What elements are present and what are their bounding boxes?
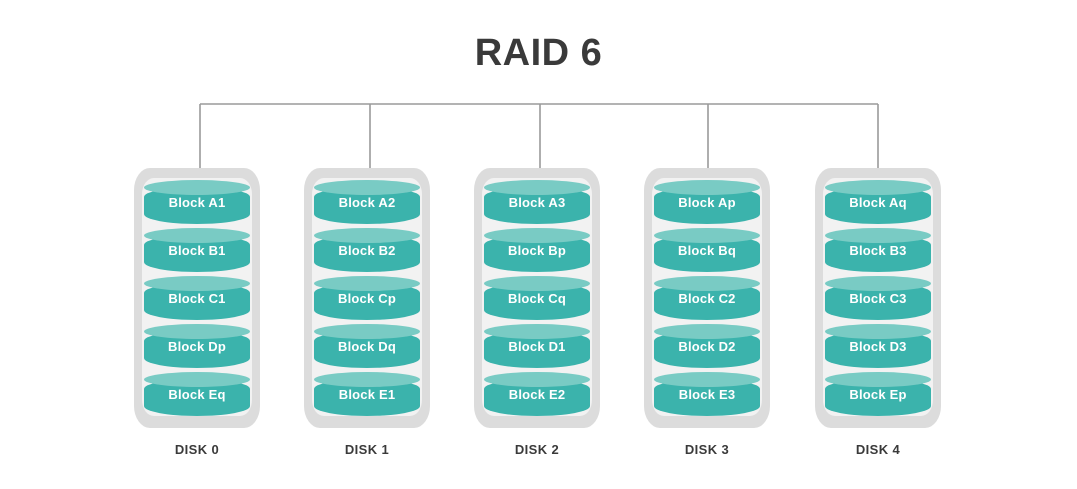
block-cylinder-top (654, 372, 760, 387)
block-cylinder-top (825, 324, 931, 339)
block-stack-1: Block E1 Block Dq Block Cp Block B2 Block A2 (314, 180, 420, 420)
block-label: Block Dq (338, 339, 396, 354)
block[interactable]: Block Cq (484, 276, 590, 320)
block-label: Block D2 (678, 339, 736, 354)
block[interactable]: Block C2 (654, 276, 760, 320)
block[interactable]: Block D2 (654, 324, 760, 368)
block-cylinder-top (314, 180, 420, 195)
disk-label-2: DISK 2 (514, 442, 560, 457)
block[interactable]: Block B2 (314, 228, 420, 272)
block[interactable]: Block A3 (484, 180, 590, 224)
block-label: Block B2 (338, 243, 396, 258)
block[interactable]: Block Aq (825, 180, 931, 224)
block[interactable]: Block D3 (825, 324, 931, 368)
block-label: Block E2 (508, 387, 566, 402)
block-label: Block Eq (168, 387, 226, 402)
block-cylinder-top (825, 372, 931, 387)
block-label: Block Aq (849, 195, 907, 210)
block[interactable]: Block C1 (144, 276, 250, 320)
block[interactable]: Block B1 (144, 228, 250, 272)
disk-label-3: DISK 3 (684, 442, 730, 457)
block-cylinder-top (314, 228, 420, 243)
block[interactable]: Block Bp (484, 228, 590, 272)
block-label: Block C1 (168, 291, 226, 306)
block-label: Block D3 (849, 339, 907, 354)
block-stack-3: Block E3 Block D2 Block C2 Block Bq Block Ap (654, 180, 760, 420)
block-label: Block B1 (168, 243, 226, 258)
block-cylinder-top (314, 276, 420, 291)
block-cylinder-top (825, 276, 931, 291)
disk-label-4: DISK 4 (855, 442, 901, 457)
block-cylinder-top (144, 180, 250, 195)
block-label: Block D1 (508, 339, 566, 354)
disk-label-1: DISK 1 (344, 442, 390, 457)
block-cylinder-top (314, 324, 420, 339)
disk-row: Block Eq Block Dp Block C1 Block B1 Block A1… (134, 168, 944, 468)
block-cylinder-top (484, 228, 590, 243)
block[interactable]: Block E3 (654, 372, 760, 416)
block[interactable]: Block Bq (654, 228, 760, 272)
block-label: Block Ap (678, 195, 736, 210)
block-cylinder-top (654, 276, 760, 291)
block-cylinder-top (144, 372, 250, 387)
block[interactable]: Block D1 (484, 324, 590, 368)
page-title: RAID 6 (474, 32, 603, 74)
block-label: Block B3 (849, 243, 907, 258)
block[interactable]: Block Ep (825, 372, 931, 416)
block-cylinder-top (825, 228, 931, 243)
block-cylinder-top (484, 324, 590, 339)
block[interactable]: Block Cp (314, 276, 420, 320)
block-cylinder-top (654, 228, 760, 243)
block-cylinder-top (314, 372, 420, 387)
block-cylinder-top (144, 276, 250, 291)
block[interactable]: Block E1 (314, 372, 420, 416)
block-cylinder-top (484, 276, 590, 291)
block-label: Block A1 (168, 195, 226, 210)
block-cylinder-top (144, 324, 250, 339)
block-label: Block C3 (849, 291, 907, 306)
block-label: Block C2 (678, 291, 736, 306)
block[interactable]: Block C3 (825, 276, 931, 320)
block[interactable]: Block Dq (314, 324, 420, 368)
block[interactable]: Block A2 (314, 180, 420, 224)
block-label: Block E1 (338, 387, 396, 402)
block-label: Block Bp (508, 243, 566, 258)
block[interactable]: Block A1 (144, 180, 250, 224)
block-label: Block Cp (338, 291, 396, 306)
block-cylinder-top (484, 180, 590, 195)
disk-label-0: DISK 0 (174, 442, 220, 457)
block-cylinder-top (654, 180, 760, 195)
block-label: Block A3 (508, 195, 566, 210)
block-label: Block Dp (168, 339, 226, 354)
block-stack-4: Block Ep Block D3 Block C3 Block B3 Block Aq (825, 180, 931, 420)
block-cylinder-top (654, 324, 760, 339)
block-cylinder-top (484, 372, 590, 387)
block[interactable]: Block Ap (654, 180, 760, 224)
block-label: Block A2 (338, 195, 396, 210)
block[interactable]: Block Eq (144, 372, 250, 416)
block-label: Block Ep (849, 387, 907, 402)
block[interactable]: Block B3 (825, 228, 931, 272)
block[interactable]: Block Dp (144, 324, 250, 368)
block[interactable]: Block E2 (484, 372, 590, 416)
block-stack-2: Block E2 Block D1 Block Cq Block Bp Block A3 (484, 180, 590, 420)
block-cylinder-top (144, 228, 250, 243)
block-label: Block Bq (678, 243, 736, 258)
block-stack-0: Block Eq Block Dp Block C1 Block B1 Block A1 (144, 180, 250, 420)
block-label: Block E3 (678, 387, 736, 402)
block-label: Block Cq (508, 291, 566, 306)
